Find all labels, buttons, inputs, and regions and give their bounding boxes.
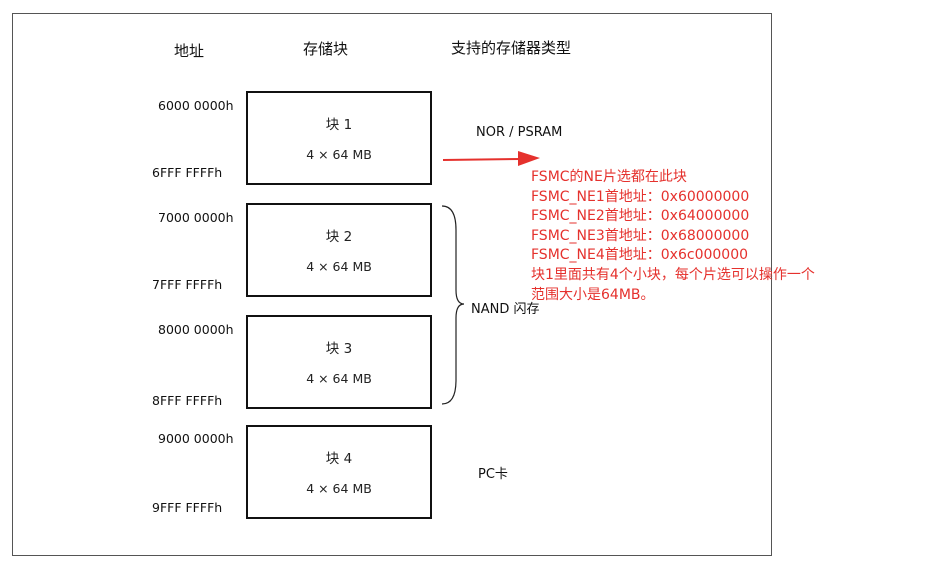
annotation-line: FSMC_NE1首地址：0x60000000 — [531, 188, 750, 205]
arrow-shaft — [442, 158, 521, 161]
type-nand-flash: NAND 闪存 — [471, 302, 540, 317]
annotation-line: FSMC_NE2首地址：0x64000000 — [531, 208, 750, 225]
type-nor-psram: NOR / PSRAM — [476, 125, 563, 140]
annotation-line: FSMC的NE片选都在此块 — [531, 169, 687, 185]
block-3-start-address: 8000 0000h — [158, 322, 234, 337]
block-4-end-address: 9FFF FFFFh — [152, 500, 223, 515]
block-name: 块 3 — [325, 341, 353, 357]
fsmc-annotation: FSMC的NE片选都在此块 FSMC_NE1首地址：0x60000000 FSM… — [531, 168, 815, 305]
block-1-end-address: 6FFF FFFFh — [152, 165, 223, 180]
block-4-start-address: 9000 0000h — [158, 431, 234, 446]
header-memory-type: 支持的存储器类型 — [451, 39, 572, 57]
nand-brace — [441, 205, 465, 405]
block-3-end-address: 8FFF FFFFh — [152, 393, 223, 408]
block-size: 4 × 64 MB — [306, 147, 372, 162]
block-size: 4 × 64 MB — [306, 371, 372, 386]
annotation-line: FSMC_NE4首地址：0x6c000000 — [531, 247, 749, 264]
header-address: 地址 — [174, 42, 205, 60]
annotation-line: 范围大小是64MB。 — [531, 286, 655, 303]
memory-block-3: 块 3 4 × 64 MB — [246, 315, 432, 409]
annotation-line: 块1里面共有4个小块，每个片选可以操作一个 — [531, 266, 815, 283]
memory-block-1: 块 1 4 × 64 MB — [246, 91, 432, 185]
memory-block-4: 块 4 4 × 64 MB — [246, 425, 432, 519]
block-size: 4 × 64 MB — [306, 481, 372, 496]
block-name: 块 1 — [325, 117, 353, 133]
annotation-line: FSMC_NE3首地址：0x68000000 — [531, 227, 750, 244]
header-block: 存储块 — [303, 40, 349, 58]
block-size: 4 × 64 MB — [306, 259, 372, 274]
block-name: 块 2 — [325, 229, 353, 245]
diagram-frame — [12, 13, 772, 556]
memory-block-2: 块 2 4 × 64 MB — [246, 203, 432, 297]
block-2-start-address: 7000 0000h — [158, 210, 234, 225]
type-pc-card: PC卡 — [478, 467, 508, 482]
block-name: 块 4 — [325, 451, 353, 467]
arrow-head — [518, 151, 540, 166]
block-2-end-address: 7FFF FFFFh — [152, 277, 223, 292]
block-1-start-address: 6000 0000h — [158, 98, 234, 113]
